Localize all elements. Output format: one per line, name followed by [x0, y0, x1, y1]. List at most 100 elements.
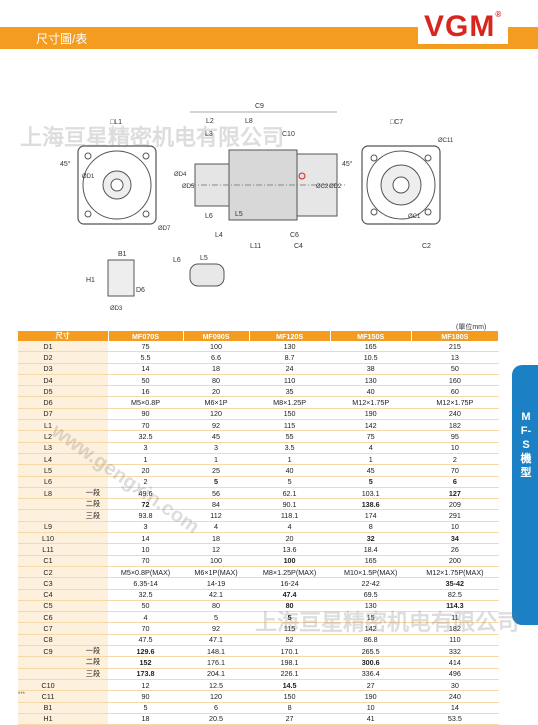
table-cell: 176.1: [183, 656, 249, 669]
row-sublabel: 三段: [78, 509, 108, 522]
table-cell: 69.5: [330, 589, 412, 601]
table-cell: 1: [183, 453, 249, 466]
row-label: [18, 656, 78, 669]
row-label: C6: [18, 611, 78, 624]
label-C2-dia: ØC2: [316, 184, 329, 190]
table-cell: 170.1: [249, 645, 331, 658]
row-label: D5: [18, 385, 78, 398]
table-cell: 115: [249, 622, 331, 635]
table-cell: 84: [183, 498, 249, 511]
table-cell: 142: [330, 419, 412, 432]
table-cell: 70: [108, 555, 184, 567]
label-C7: □C7: [390, 119, 403, 126]
label-C6: C6: [290, 232, 299, 239]
table-cell: 11: [411, 611, 499, 624]
table-cell: 93.8: [108, 509, 184, 522]
table-cell: 209: [411, 498, 499, 511]
table-cell: 16-24: [249, 577, 331, 590]
row-label: C9: [18, 645, 78, 658]
table-cell: 150: [249, 408, 331, 421]
table-cell: 198.1: [249, 656, 331, 669]
table-cell: 25: [183, 464, 249, 477]
row-label: D7: [18, 408, 78, 421]
table-cell: 12.5: [183, 679, 249, 692]
side-tab-label: MF-S機型: [520, 411, 532, 479]
vgm-logo: VGM®: [418, 10, 509, 44]
table-cell: 130: [330, 600, 412, 613]
table-cell: 103.1: [330, 487, 412, 500]
table-cell: 70: [108, 419, 184, 432]
table-cell: 35: [249, 385, 331, 398]
table-cell: 75: [330, 430, 412, 443]
row-label: D1: [18, 341, 78, 353]
table-cell: 70: [411, 464, 499, 477]
table-cell: 3.5: [249, 442, 331, 454]
table-cell: 55: [249, 430, 331, 443]
table-cell: 160: [411, 374, 499, 387]
row-sublabel: [78, 679, 108, 692]
row-sublabel: [78, 385, 108, 398]
table-cell: 80: [183, 374, 249, 387]
table-cell: 22-42: [330, 577, 412, 590]
table-cell: 18: [183, 363, 249, 375]
row-sublabel: [78, 396, 108, 409]
row-label: D2: [18, 351, 78, 364]
row-sublabel: [78, 374, 108, 387]
table-cell: 20: [249, 532, 331, 545]
table-cell: 80: [249, 600, 331, 613]
label-D7: ØD7: [158, 226, 171, 232]
table-cell: M8×1.25P: [249, 396, 331, 409]
table-cell: 226.1: [249, 668, 331, 680]
table-cell: 13: [411, 351, 499, 364]
table-cell: 204.1: [183, 668, 249, 680]
table-cell: 129.6: [108, 645, 184, 658]
table-cell: 174: [330, 509, 412, 522]
side-tab[interactable]: [512, 365, 538, 625]
table-header: 尺寸: [18, 331, 109, 341]
watermark-bottom: 上海亘星精密机电有限公司: [255, 610, 520, 635]
row-sublabel: [78, 464, 108, 477]
dimension-drawing: □L1 ØD1 45° ØD7 L2 L8 C9 L3 C10 L6 L5 ØD…: [60, 103, 454, 312]
label-L5: L5: [235, 211, 243, 218]
table-cell: 62.1: [249, 487, 331, 500]
table-cell: 130: [330, 374, 412, 387]
table-cell: 45: [330, 464, 412, 477]
table-cell: 138.6: [330, 498, 412, 511]
row-sublabel: [78, 543, 108, 556]
table-cell: 142: [330, 622, 412, 635]
table-cell: 49.6: [108, 487, 184, 500]
table-cell: M12×1.75P(MAX): [411, 566, 499, 579]
table-cell: 90.1: [249, 498, 331, 511]
row-sublabel: [78, 713, 108, 725]
label-D3: ØD3: [110, 306, 123, 312]
row-label: D4: [18, 374, 78, 387]
table-cell: 14: [108, 363, 184, 375]
row-sublabel: [78, 577, 108, 590]
table-cell: 3: [108, 521, 184, 534]
watermark-top: 上海亘星精密机电有限公司: [20, 125, 285, 150]
table-cell: 190: [330, 690, 412, 703]
row-label: [18, 498, 78, 511]
table-cell: 100: [249, 555, 331, 567]
table-cell: 14: [411, 702, 499, 714]
table-cell: 95: [411, 430, 499, 443]
table-cell: 4: [108, 611, 184, 624]
row-sublabel: 一段: [78, 487, 108, 500]
label-D4: ØD4: [174, 172, 187, 178]
row-sublabel: [78, 476, 108, 488]
table-cell: 332: [411, 645, 499, 658]
table-cell: 3: [183, 442, 249, 454]
label-L2: L2: [206, 118, 214, 125]
table-cell: 200: [411, 555, 499, 567]
page-title: 尺寸圖/表: [36, 32, 88, 46]
page-header: 尺寸圖/表 VGM®: [0, 0, 538, 58]
